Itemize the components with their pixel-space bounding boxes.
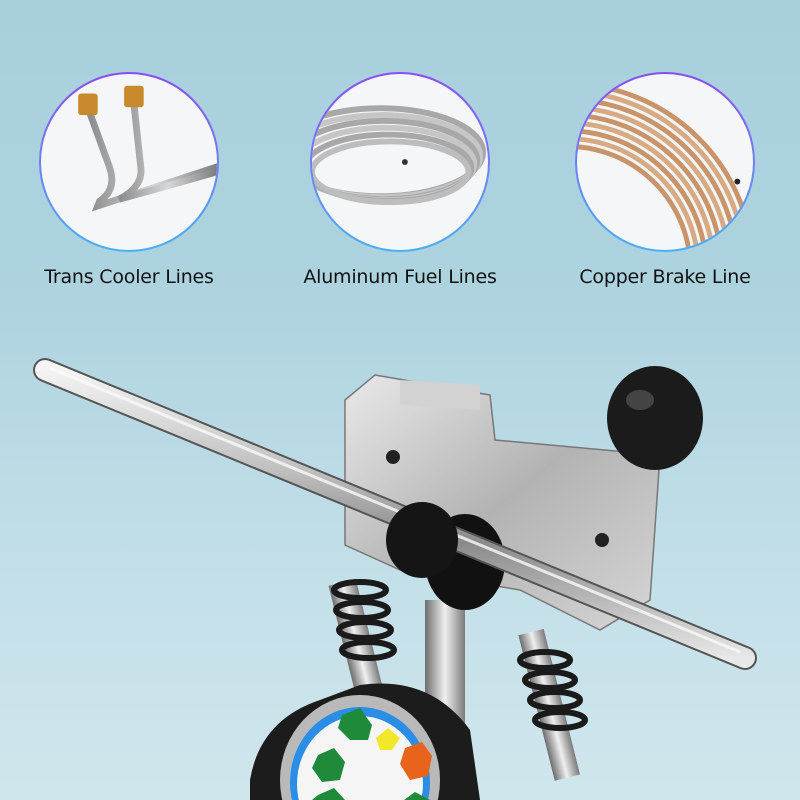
- feature-label: Aluminum Fuel Lines: [303, 266, 497, 288]
- feature-label: Trans Cooler Lines: [44, 266, 214, 288]
- spring-post-right: [517, 628, 588, 781]
- handle-rod: [33, 358, 757, 670]
- feature-label: Copper Brake Line: [579, 266, 751, 288]
- die-turret: [250, 683, 480, 800]
- aluminum-fuel-lines-image: [312, 74, 488, 250]
- trans-cooler-lines-image: [41, 74, 217, 250]
- feature-ring: [310, 72, 490, 252]
- black-knob: [607, 366, 703, 470]
- brake-line-flaring-tool-image: [0, 330, 800, 800]
- feature-ring: [39, 72, 219, 252]
- rod-cap-knob: [386, 502, 458, 578]
- feature-trans-cooler-lines: Trans Cooler Lines: [9, 72, 249, 288]
- feature-aluminum-fuel-lines: Aluminum Fuel Lines: [280, 72, 520, 288]
- feature-ring: [575, 72, 755, 252]
- copper-brake-line-image: [577, 74, 753, 250]
- feature-copper-brake-line: Copper Brake Line: [545, 72, 785, 288]
